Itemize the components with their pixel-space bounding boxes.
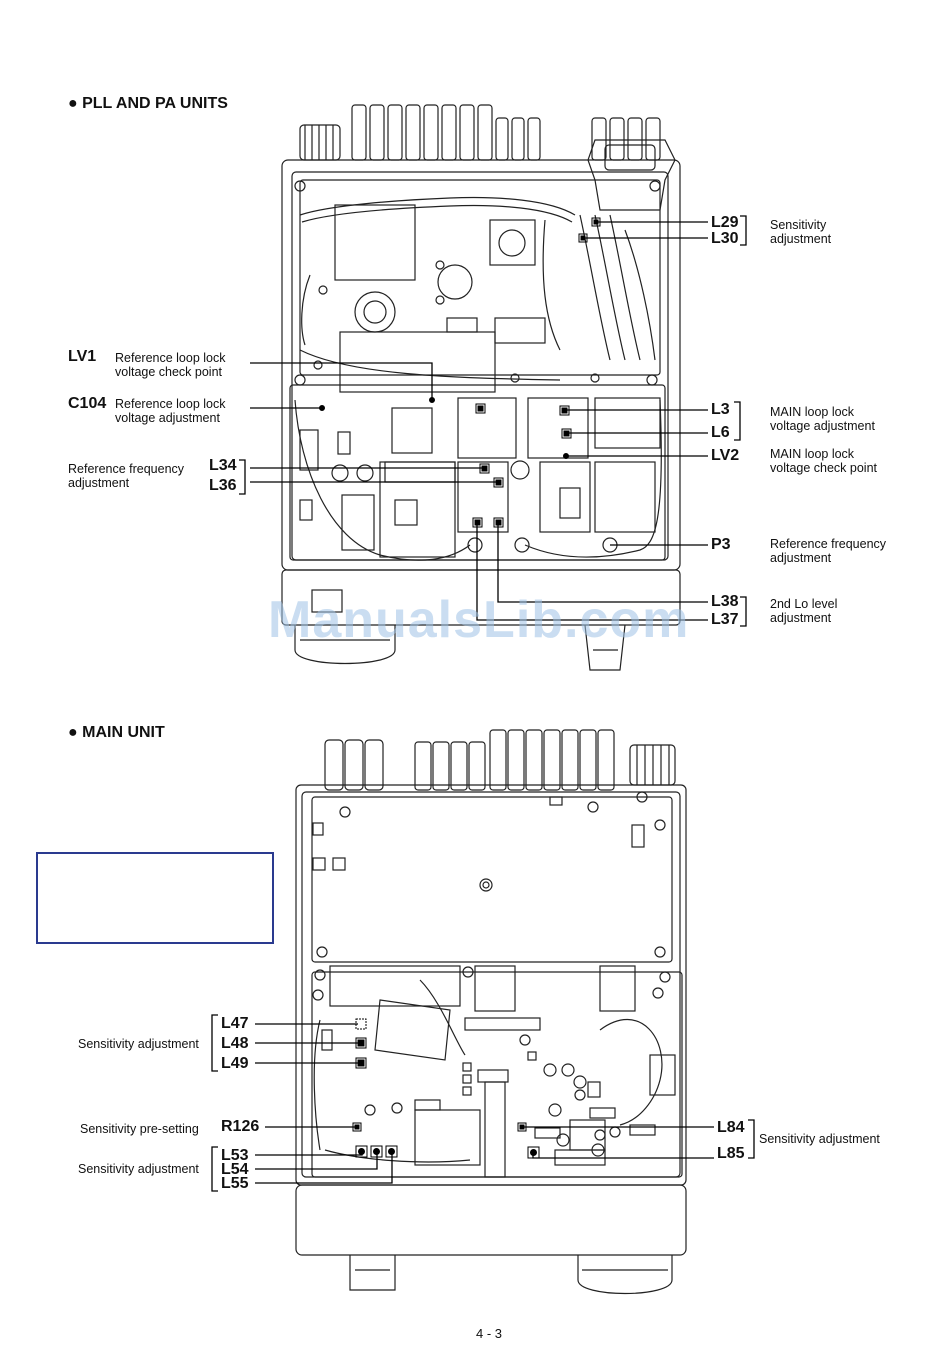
page-number: 4 - 3 (476, 1326, 503, 1341)
pll-section-title: ● PLL AND PA UNITS (68, 95, 228, 112)
lv2-desc-line2: voltage check point (770, 461, 878, 475)
l48-ref: L48 (221, 1035, 249, 1052)
l55-ref: L55 (221, 1175, 249, 1192)
c104-desc-line1: Reference loop lock (115, 397, 226, 411)
watermark: ManualsLib.com (268, 591, 690, 649)
p3-desc-line1: Reference frequency (770, 537, 887, 551)
l53-desc: Sensitivity adjustment (78, 1162, 199, 1176)
r126-ref: R126 (221, 1118, 260, 1135)
main-section-title: ● MAIN UNIT (68, 724, 165, 741)
l47-desc: Sensitivity adjustment (78, 1037, 199, 1051)
l53-ref: L53 (221, 1147, 249, 1164)
l29-desc-line1: Sensitivity (770, 218, 827, 232)
l84-desc: Sensitivity adjustment (759, 1132, 880, 1146)
pll-brackets (239, 215, 747, 627)
p3-desc-line2: adjustment (770, 551, 832, 565)
lv1-desc-line1: Reference loop lock (115, 351, 226, 365)
l3-ref: L3 (711, 401, 730, 418)
main-leader-lines (255, 1023, 714, 1184)
l38-desc-line1: 2nd Lo level (770, 597, 838, 611)
pll-leader-lines (250, 221, 708, 621)
c104-ref: C104 (68, 395, 107, 412)
l54-ref: L54 (221, 1161, 249, 1178)
main-brackets (211, 1014, 755, 1192)
main-markers (352, 1018, 540, 1159)
l3-desc-line1: MAIN loop lock (770, 405, 855, 419)
l36-ref: L36 (209, 477, 237, 494)
note-box (36, 852, 274, 944)
l6-ref: L6 (711, 424, 730, 441)
lv2-desc-line1: MAIN loop lock (770, 447, 855, 461)
c104-desc-line2: voltage adjustment (115, 411, 220, 425)
l84-ref: L84 (717, 1119, 745, 1136)
lv1-desc-line2: voltage check point (115, 365, 223, 379)
main-unit-chassis (295, 729, 687, 1295)
p3-ref: P3 (711, 536, 731, 553)
l34-desc-line2: adjustment (68, 476, 130, 490)
pll-pa-chassis (281, 104, 681, 671)
lv2-ref: LV2 (711, 447, 740, 464)
pll-markers (319, 217, 601, 528)
l37-ref: L37 (711, 611, 739, 628)
l29-desc-line2: adjustment (770, 232, 832, 246)
l34-desc-line1: Reference frequency (68, 462, 185, 476)
l3-desc-line2: voltage adjustment (770, 419, 875, 433)
l49-ref: L49 (221, 1055, 249, 1072)
l34-ref: L34 (209, 457, 237, 474)
r126-desc: Sensitivity pre-setting (80, 1122, 199, 1136)
l30-ref: L30 (711, 230, 739, 247)
l38-desc-line2: adjustment (770, 611, 832, 625)
l47-ref: L47 (221, 1015, 249, 1032)
lv1-ref: LV1 (68, 348, 97, 365)
l38-ref: L38 (711, 593, 739, 610)
l85-ref: L85 (717, 1145, 745, 1162)
l29-ref: L29 (711, 214, 739, 231)
